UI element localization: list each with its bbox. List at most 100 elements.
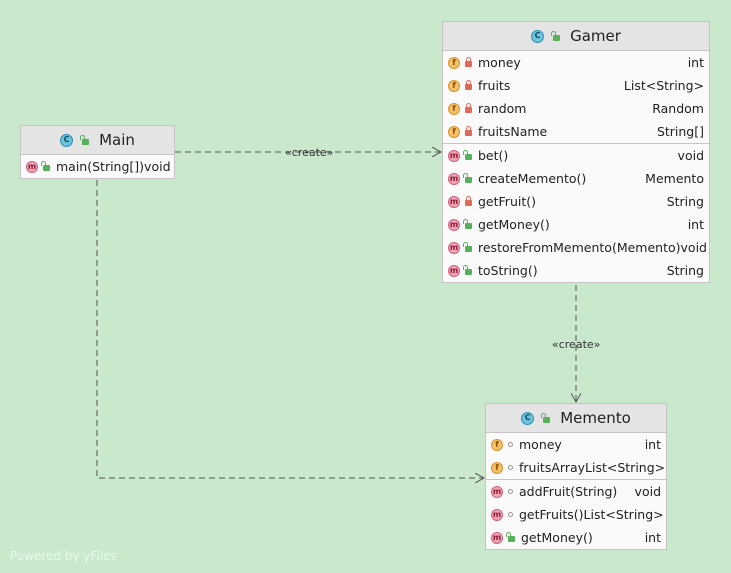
method-name: restoreFromMemento(Memento) [478, 240, 681, 255]
class-title: Gamer [570, 27, 621, 45]
method-name: main(String[]) [56, 159, 145, 174]
public-icon [541, 412, 551, 423]
class-memento[interactable]: C Memento f money int f fruits ArrayList… [485, 403, 667, 550]
method-type: void [144, 159, 171, 174]
private-lock-icon [465, 196, 472, 206]
method-type: Memento [645, 171, 704, 186]
field-name: fruits [478, 78, 511, 93]
method-row[interactable]: m createMemento() Memento [443, 167, 709, 190]
field-icon: f [448, 102, 460, 115]
field-icon: f [448, 79, 460, 92]
method-icon: m [491, 485, 503, 498]
public-icon [80, 134, 90, 145]
field-icon: f [448, 125, 460, 138]
public-icon [551, 30, 561, 41]
field-row[interactable]: f money int [486, 433, 666, 456]
public-icon [463, 150, 472, 160]
method-name: getFruits() [519, 507, 584, 522]
method-name: toString() [478, 263, 538, 278]
method-row[interactable]: m getFruit() String [443, 190, 709, 213]
field-row[interactable]: f random Random [443, 97, 709, 120]
private-lock-icon [465, 103, 472, 113]
class-icon: C [60, 133, 74, 147]
class-icon: C [531, 29, 545, 43]
method-icon: m [491, 508, 503, 521]
field-type: String[] [656, 124, 704, 139]
class-icon: C [521, 411, 535, 425]
field-name: fruits [519, 460, 552, 475]
method-row[interactable]: m getFruits() List<String> [486, 503, 666, 526]
package-private-icon [508, 512, 513, 517]
field-type: List<String> [623, 78, 704, 93]
method-type: void [634, 484, 661, 499]
method-row[interactable]: m addFruit(String) void [486, 480, 666, 503]
field-row[interactable]: f fruitsName String[] [443, 120, 709, 143]
method-type: List<String> [583, 507, 664, 522]
class-main-header: C Main [21, 126, 174, 155]
method-name: createMemento() [478, 171, 587, 186]
method-row[interactable]: m getMoney() int [443, 213, 709, 236]
method-type: void [680, 240, 707, 255]
private-lock-icon [465, 126, 472, 136]
method-row[interactable]: m restoreFromMemento(Memento) void [443, 236, 709, 259]
method-icon: m [448, 172, 460, 185]
edge-label-gamer-memento: «create» [552, 338, 601, 351]
method-name: getMoney() [478, 217, 550, 232]
section-divider [486, 479, 666, 480]
method-icon: m [448, 241, 460, 254]
field-icon: f [448, 56, 460, 69]
field-row[interactable]: f fruits List<String> [443, 74, 709, 97]
method-type: int [644, 530, 661, 545]
field-type: ArrayList<String> [551, 460, 666, 475]
field-type: int [644, 437, 661, 452]
field-type: Random [652, 101, 704, 116]
method-name: getMoney() [521, 530, 593, 545]
class-title: Memento [560, 409, 631, 427]
package-private-icon [508, 465, 513, 470]
section-divider [443, 143, 709, 144]
field-name: random [478, 101, 527, 116]
method-type: String [666, 194, 704, 209]
public-icon [463, 173, 472, 183]
class-title: Main [99, 131, 135, 149]
public-icon [463, 265, 472, 275]
method-type: String [666, 263, 704, 278]
class-gamer[interactable]: C Gamer f money int f fruits List<String… [442, 21, 710, 283]
method-type: int [687, 217, 704, 232]
edge-main-to-memento [96, 180, 484, 478]
package-private-icon [508, 442, 513, 447]
method-row[interactable]: m main(String[]) void [21, 155, 174, 178]
method-name: addFruit(String) [519, 484, 618, 499]
field-row[interactable]: f fruits ArrayList<String> [486, 456, 666, 479]
method-name: getFruit() [478, 194, 536, 209]
edge-label-main-gamer: «create» [285, 146, 334, 159]
private-lock-icon [465, 57, 472, 67]
class-memento-header: C Memento [486, 404, 666, 433]
method-row[interactable]: m bet() void [443, 144, 709, 167]
field-name: fruitsName [478, 124, 548, 139]
package-private-icon [508, 489, 513, 494]
method-icon: m [448, 264, 460, 277]
public-icon [463, 242, 472, 252]
method-row[interactable]: m toString() String [443, 259, 709, 282]
field-icon: f [491, 438, 503, 451]
public-icon [41, 161, 50, 171]
method-type: void [677, 148, 704, 163]
method-icon: m [26, 160, 38, 173]
watermark: Powered by yFiles [10, 549, 117, 563]
private-lock-icon [465, 80, 472, 90]
field-type: int [687, 55, 704, 70]
method-name: bet() [478, 148, 509, 163]
method-icon: m [448, 195, 460, 208]
field-name: money [478, 55, 521, 70]
field-row[interactable]: f money int [443, 51, 709, 74]
method-row[interactable]: m getMoney() int [486, 526, 666, 549]
public-icon [463, 219, 472, 229]
class-gamer-header: C Gamer [443, 22, 709, 51]
method-icon: m [491, 531, 503, 544]
method-icon: m [448, 149, 460, 162]
field-name: money [519, 437, 562, 452]
field-icon: f [491, 461, 503, 474]
class-main[interactable]: C Main m main(String[]) void [20, 125, 175, 179]
